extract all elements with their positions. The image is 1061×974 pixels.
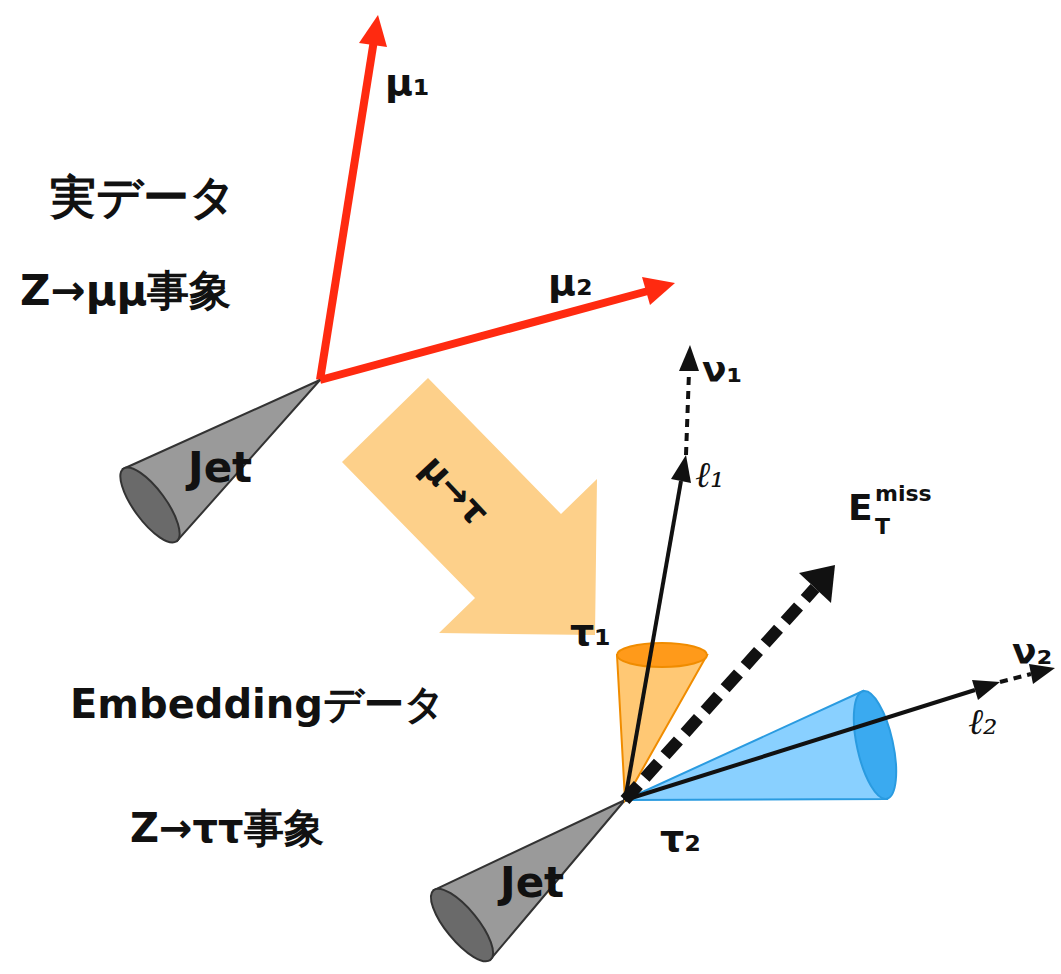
particle-label: ν₂ — [1012, 632, 1052, 672]
subscript-label: T — [875, 515, 890, 539]
arrow-head — [799, 565, 835, 603]
neutrino-track — [1000, 674, 1031, 682]
dataset-label: Embeddingデータ — [70, 682, 445, 726]
process-label: Z→μμ事象 — [20, 268, 231, 314]
jet-label: Jet — [188, 445, 252, 491]
arrow-head — [671, 455, 691, 483]
arrow-head — [972, 680, 1000, 700]
jet-cone-end — [110, 459, 189, 550]
process-label: Z→ττ事象 — [130, 806, 324, 850]
jet-cone-end — [421, 880, 503, 970]
arrow-head — [679, 345, 699, 371]
particle-label: ℓ₁ — [695, 455, 724, 495]
superscript-label: miss — [875, 482, 932, 506]
particle-label: μ₂ — [548, 262, 593, 304]
symbol-label: E — [848, 488, 873, 528]
tau-cone-end — [846, 687, 905, 802]
tau-cone-end — [617, 643, 707, 667]
dataset-label: 実データ — [50, 172, 236, 223]
particle-label: ℓ₂ — [968, 702, 997, 742]
particle-label: μ₁ — [385, 62, 430, 104]
particle-label: τ₁ — [570, 612, 611, 654]
particle-label: ν₁ — [702, 350, 742, 390]
jet-label: Jet — [500, 860, 564, 906]
conversion-arrow — [342, 378, 597, 635]
particle-label: τ₂ — [660, 818, 701, 860]
missing-et-arrow — [625, 588, 815, 800]
tau-cone — [625, 691, 887, 800]
neutrino-track — [686, 372, 689, 455]
muon-track — [320, 40, 374, 380]
arrow-head — [359, 15, 387, 47]
arrow-head — [642, 277, 675, 305]
muon-track — [320, 291, 648, 380]
